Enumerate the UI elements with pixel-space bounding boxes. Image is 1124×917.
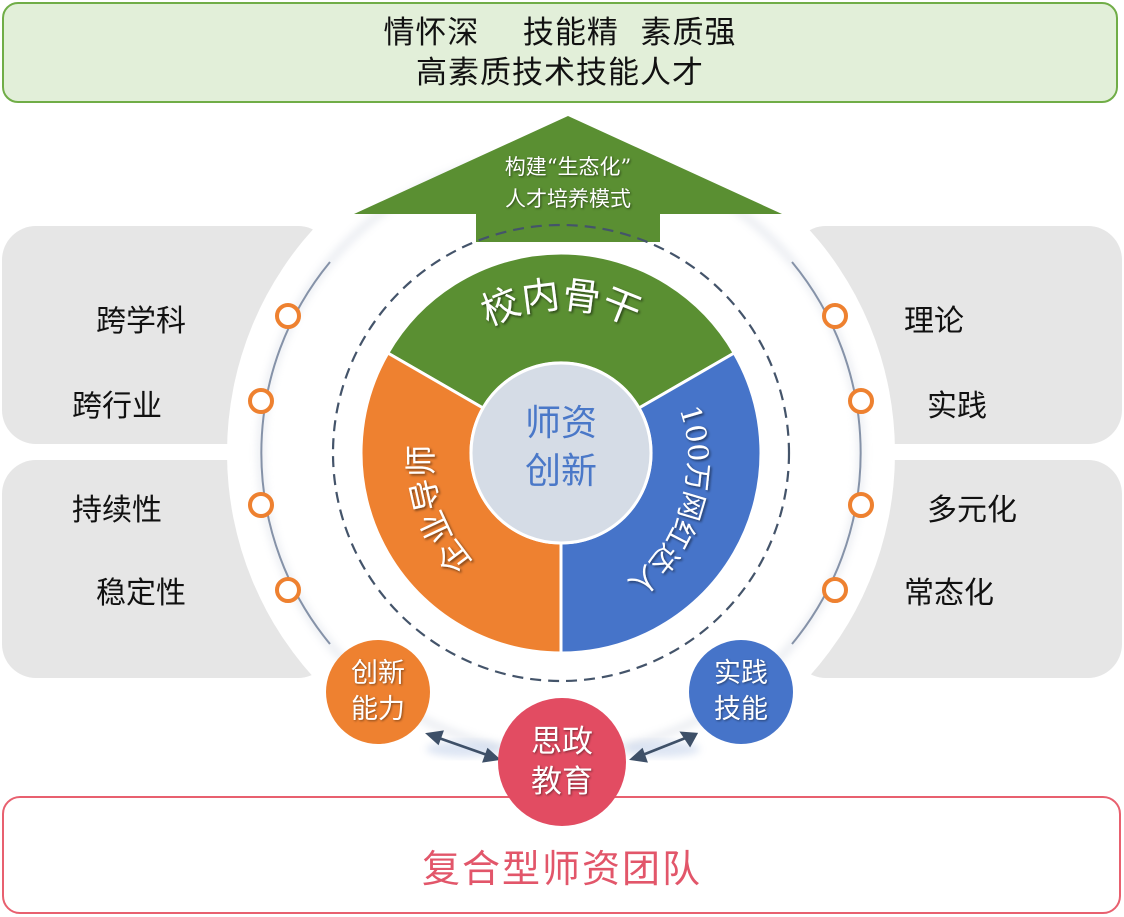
bubble-ideology-text: 思政 教育: [512, 722, 612, 802]
dot-left-1: [275, 303, 301, 329]
bubble-practice-text: 实践 技能: [693, 656, 789, 728]
goal-line-1: 情怀深 技能精 素质强: [383, 14, 737, 51]
dot-right-2: [848, 388, 874, 414]
dot-left-2: [248, 388, 274, 414]
dot-right-3: [848, 492, 874, 518]
left-item-4: 稳定性: [96, 576, 186, 611]
bubble-innovation-line-1: 创新: [351, 658, 405, 689]
dashed-ring: [331, 223, 791, 683]
left-item-3: 持续性: [72, 493, 162, 528]
bubble-practice-line-2: 技能: [714, 694, 768, 725]
dot-right-1: [822, 303, 848, 329]
dot-left-4: [275, 577, 301, 603]
right-item-3: 多元化: [927, 493, 1017, 528]
right-item-1: 理论: [904, 304, 964, 339]
left-item-2: 跨行业: [72, 389, 162, 424]
bubble-ideology[interactable]: [498, 698, 626, 826]
team-title: 复合型师资团队: [421, 847, 702, 891]
arrow-label-1: 构建“生态化”: [504, 155, 632, 179]
left-item-1: 跨学科: [96, 304, 186, 339]
center-label-2: 创新: [524, 451, 597, 492]
center-label-1: 师资: [524, 403, 597, 444]
link-arrow-left: [435, 735, 491, 758]
center-circle: [469, 361, 653, 545]
up-arrow: [354, 116, 782, 242]
bubble-practice-line-1: 实践: [714, 658, 768, 689]
bubble-ideology-line-2: 教育: [531, 764, 593, 800]
goal-line-2: 高素质技术技能人才: [416, 54, 704, 91]
bubble-innovation[interactable]: [326, 640, 430, 744]
link-arrow-right: [639, 735, 689, 758]
donut-ring: [359, 251, 763, 655]
bubble-practice[interactable]: [689, 640, 793, 744]
bubble-ideology-line-1: 思政: [531, 724, 593, 760]
arrow-label-2: 人才培养模式: [505, 187, 631, 211]
goal-box: 情怀深 技能精 素质强 高素质技术技能人才: [2, 2, 1118, 103]
dot-left-3: [248, 492, 274, 518]
center-label: 师资 创新: [471, 400, 651, 496]
bubble-innovation-text: 创新 能力: [330, 656, 426, 728]
dot-right-4: [822, 577, 848, 603]
right-item-2: 实践: [927, 389, 987, 424]
bubble-innovation-line-2: 能力: [351, 694, 405, 725]
right-item-4: 常态化: [904, 576, 994, 611]
